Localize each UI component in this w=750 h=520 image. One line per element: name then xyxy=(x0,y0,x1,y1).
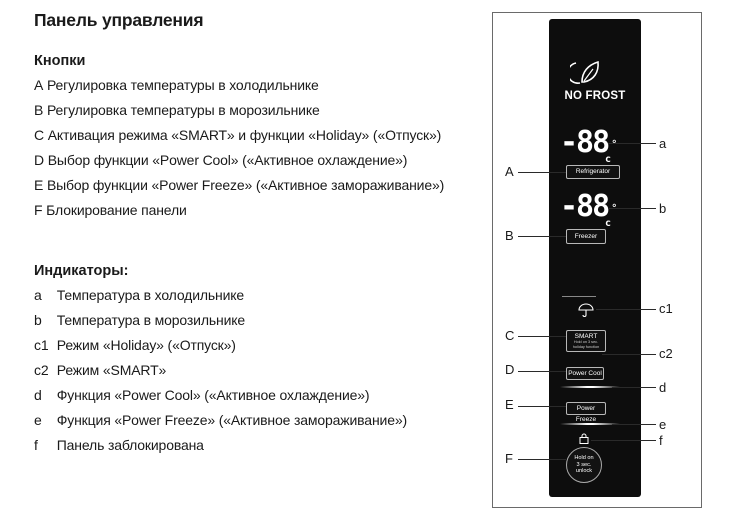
power-freeze-indicator xyxy=(560,423,620,425)
hold-line1: Hold on xyxy=(574,455,594,461)
item-key: d xyxy=(34,387,42,403)
fridge-temp-display: -88° c xyxy=(560,125,618,166)
item-text: Функция «Power Freeze» («Активное замора… xyxy=(56,412,407,428)
power-cool-indicator xyxy=(560,386,620,388)
list-item: E Выбор функции «Power Freeze» («Активно… xyxy=(34,173,444,198)
callout-D: D xyxy=(505,362,515,377)
fridge-temp-digits: -88 xyxy=(560,125,610,160)
smart-button-label: SMART xyxy=(574,333,598,340)
list-item: B Регулировка температуры в морозильнике xyxy=(34,98,444,123)
item-text: Панель заблокирована xyxy=(56,437,204,453)
hold-unlock-button[interactable]: Hold on 3 sec. unlock xyxy=(566,447,602,483)
umbrella-icon xyxy=(578,303,594,317)
list-item: f Панель заблокирована xyxy=(34,433,407,458)
item-key: e xyxy=(34,412,42,428)
buttons-list: A Регулировка температуры в холодильнике… xyxy=(34,73,444,223)
callout-C: C xyxy=(505,328,515,343)
figure-frame xyxy=(492,12,702,508)
item-key: f xyxy=(34,437,38,453)
leader-line-C xyxy=(518,336,566,337)
callout-e: e xyxy=(659,417,667,432)
power-cool-button[interactable]: Power Cool xyxy=(566,367,604,380)
leader-line-a xyxy=(608,143,656,144)
callout-E: E xyxy=(505,397,514,412)
indicators-section-title: Индикаторы: xyxy=(34,263,129,279)
list-item: c2 Режим «SMART» xyxy=(34,358,407,383)
callout-a: a xyxy=(659,136,667,151)
degree-symbol: ° xyxy=(611,139,618,150)
list-item: e Функция «Power Freeze» («Активное замо… xyxy=(34,408,407,433)
list-item: c1 Режим «Holiday» («Отпуск») xyxy=(34,333,407,358)
list-item: a Температура в холодильнике xyxy=(34,283,407,308)
page-title: Панель управления xyxy=(34,10,204,30)
freezer-temp-digits: -88 xyxy=(560,189,610,224)
leader-line-f xyxy=(591,440,656,441)
brand-text: NO FROST xyxy=(564,90,626,102)
separator-line xyxy=(562,296,596,297)
item-text: Режим «SMART» xyxy=(56,362,167,378)
callout-d: d xyxy=(659,380,667,395)
item-key: A xyxy=(34,77,44,93)
item-text: Регулировка температуры в морозильнике xyxy=(46,102,320,118)
hold-line2: 3 sec. xyxy=(576,461,592,468)
callout-c1: c1 xyxy=(659,301,673,316)
item-text: Температура в холодильнике xyxy=(56,287,245,303)
unit-symbol: c xyxy=(605,154,612,165)
list-item: b Температура в морозильнике xyxy=(34,308,407,333)
leader-line-d xyxy=(612,387,656,388)
callout-F: F xyxy=(505,451,513,466)
leader-line-B xyxy=(518,236,566,237)
leader-line-c1 xyxy=(596,309,656,310)
item-key: c2 xyxy=(34,362,49,378)
callout-B: B xyxy=(505,228,514,243)
smart-button[interactable]: SMART Hold on 3 sec. holiday function xyxy=(566,330,606,352)
smart-sub-line1: Hold on 3 sec. xyxy=(573,340,599,344)
smart-sub-line2: holiday function xyxy=(572,344,600,349)
item-text: Выбор функции «Power Cool» («Активное ох… xyxy=(47,152,408,168)
item-text: Выбор функции «Power Freeze» («Активное … xyxy=(46,177,445,193)
item-text: Температура в морозильнике xyxy=(56,312,246,328)
item-text: Функция «Power Cool» («Активное охлажден… xyxy=(56,387,370,403)
item-key: C xyxy=(34,127,44,143)
leader-line-A xyxy=(518,172,566,173)
leader-line-b xyxy=(608,208,656,209)
leader-line-F xyxy=(518,459,566,460)
list-item: d Функция «Power Cool» («Активное охлажд… xyxy=(34,383,407,408)
control-panel xyxy=(549,19,641,497)
power-freeze-button[interactable]: Power Freeze xyxy=(566,402,606,423)
item-key: E xyxy=(34,177,44,193)
item-text: Блокирование панели xyxy=(46,202,187,218)
leader-line-E xyxy=(518,406,566,407)
item-text: Режим «Holiday» («Отпуск») xyxy=(56,337,236,353)
item-text: Активация режима «SMART» и функции «Holi… xyxy=(47,127,442,143)
item-key: F xyxy=(34,202,43,218)
list-item: A Регулировка температуры в холодильнике xyxy=(34,73,444,98)
callout-f: f xyxy=(659,433,663,448)
callout-b: b xyxy=(659,201,667,216)
item-key: a xyxy=(34,287,42,303)
buttons-section-title: Кнопки xyxy=(34,53,86,69)
list-item: F Блокирование панели xyxy=(34,198,444,223)
item-key: D xyxy=(34,152,44,168)
leaf-icon xyxy=(570,60,599,84)
item-text: Регулировка температуры в холодильнике xyxy=(46,77,319,93)
leader-line-c2 xyxy=(602,354,656,355)
refrigerator-button[interactable]: Refrigerator xyxy=(566,165,620,179)
indicators-list: a Температура в холодильнике b Температу… xyxy=(34,283,407,458)
leader-line-e xyxy=(612,424,656,425)
list-item: D Выбор функции «Power Cool» («Активное … xyxy=(34,148,444,173)
item-key: c1 xyxy=(34,337,49,353)
item-key: b xyxy=(34,312,42,328)
freezer-button[interactable]: Freezer xyxy=(566,229,606,244)
freezer-temp-display: -88°c xyxy=(560,189,617,230)
hold-line3: unlock xyxy=(575,468,593,474)
unit-symbol: c xyxy=(605,218,612,229)
leader-line-D xyxy=(518,371,566,372)
item-key: B xyxy=(34,102,44,118)
lock-icon xyxy=(579,433,589,444)
list-item: C Активация режима «SMART» и функции «Ho… xyxy=(34,123,444,148)
callout-A: A xyxy=(505,164,514,179)
callout-c2: c2 xyxy=(659,346,673,361)
